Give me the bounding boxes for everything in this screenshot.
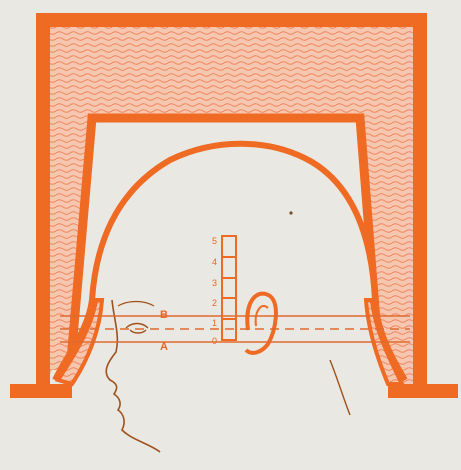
- scale-tick-5: 5: [212, 236, 217, 246]
- right-foot: [388, 384, 458, 398]
- scale-tick-2: 2: [212, 298, 217, 308]
- scale-tick-3: 3: [212, 278, 217, 288]
- scale-tick-0: 0: [212, 336, 217, 346]
- reference-dot: [289, 211, 292, 214]
- marker-b: B: [160, 309, 168, 321]
- left-foot: [10, 384, 72, 398]
- marker-a: A: [160, 341, 168, 353]
- scale-tick-4: 4: [212, 257, 217, 267]
- scale-tick-1: 1: [212, 318, 217, 328]
